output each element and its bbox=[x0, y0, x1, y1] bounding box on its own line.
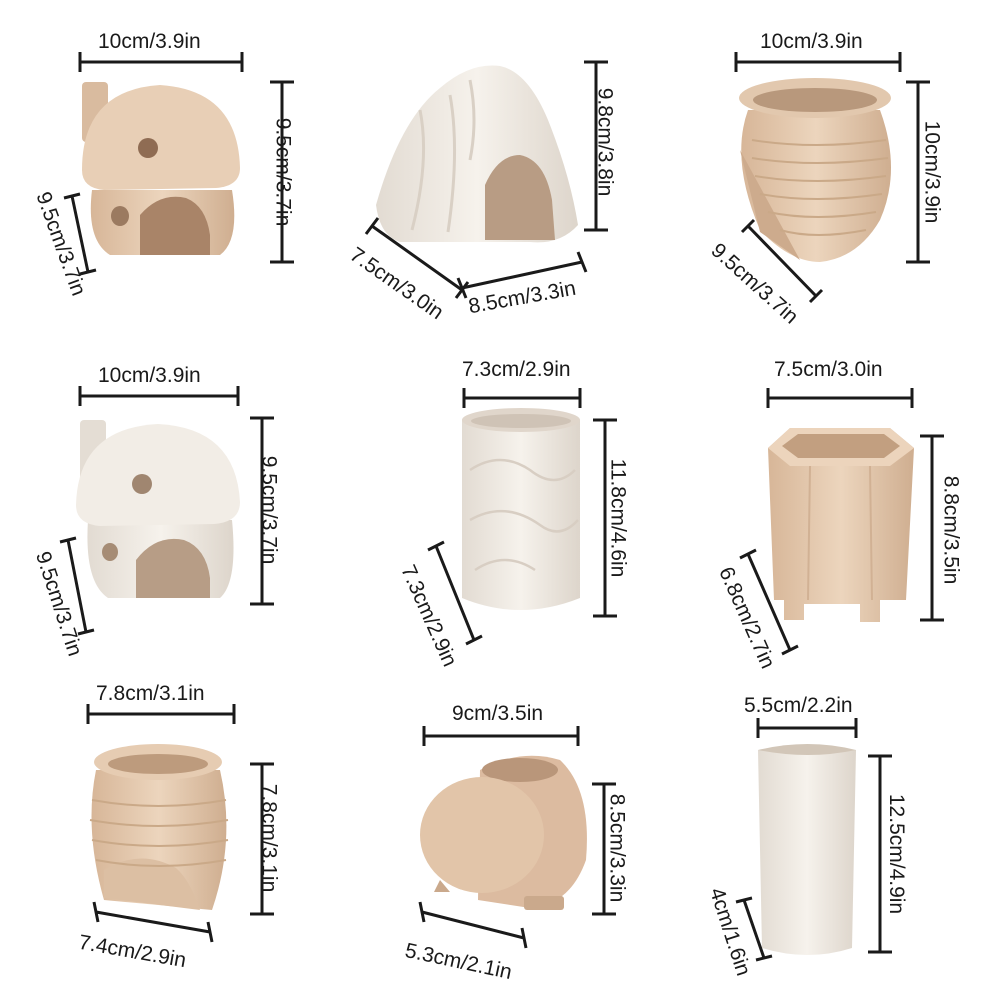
ribbed-jar-tan-image bbox=[739, 78, 891, 262]
pot9-width-label: 5.5cm/2.2in bbox=[744, 694, 853, 717]
dimension-lines bbox=[59, 52, 944, 962]
pot3-width-label: 10cm/3.9in bbox=[760, 30, 863, 53]
pot4-height-label: 9.5cm/3.7in bbox=[257, 455, 281, 565]
stump-house-image bbox=[376, 65, 578, 243]
leaf-cylinder-image bbox=[462, 408, 580, 610]
mushroom-house-tan-image bbox=[82, 82, 240, 255]
pot5-height-label: 11.8cm/4.6in bbox=[606, 458, 630, 578]
pot8-width-label: 9cm/3.5in bbox=[452, 702, 544, 725]
ribbed-jar-small-image bbox=[89, 744, 229, 910]
pot7-width-label: 7.8cm/3.1in bbox=[96, 682, 205, 705]
pot9-height-label: 12.5cm/4.9in bbox=[885, 793, 909, 915]
pot3-height-label: 10cm/3.9in bbox=[920, 120, 944, 224]
pot7-height-label: 7.8cm/3.1in bbox=[257, 783, 281, 893]
pot1-height-label: 9.5cm/3.7in bbox=[271, 117, 295, 227]
pot5-width-label: 7.3cm/2.9in bbox=[462, 358, 571, 381]
pot1-width-label: 10cm/3.9in bbox=[98, 30, 201, 53]
hexagon-pot-image bbox=[768, 428, 914, 622]
pot6-height-label: 8.8cm/3.5in bbox=[939, 475, 963, 585]
pot8-height-label: 8.5cm/3.3in bbox=[605, 793, 629, 903]
half-cylinder-vase-image bbox=[758, 744, 856, 955]
pot6-width-label: 7.5cm/3.0in bbox=[774, 358, 883, 381]
round-pocket-pot-image bbox=[420, 755, 587, 910]
pot2-height-label: 9.8cm/3.8in bbox=[593, 87, 617, 197]
mushroom-house-white-image bbox=[76, 420, 240, 598]
pot4-width-label: 10cm/3.9in bbox=[98, 364, 201, 387]
